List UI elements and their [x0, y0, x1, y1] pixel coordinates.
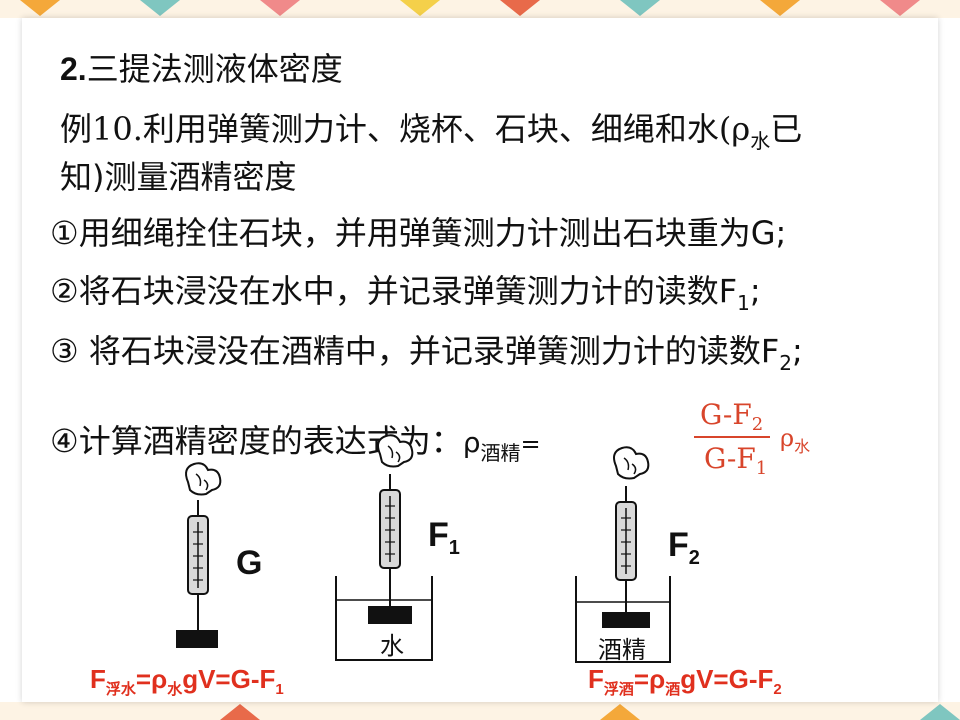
- answer-denominator: G-F1: [704, 442, 767, 479]
- example-line-1: 例10.利用弹簧测力计、烧杯、石块、细绳和水(ρ水已: [60, 104, 803, 153]
- fraction-bar: [694, 436, 770, 438]
- step-2-subscript: 1: [737, 291, 750, 315]
- stone-block-water: [368, 606, 412, 624]
- title-number: 2.: [60, 51, 87, 87]
- step-3-end: ;: [792, 332, 803, 370]
- step-2: ②将石块浸没在水中，并记录弹簧测力计的读数F1;: [50, 266, 761, 315]
- answer-denominator-subscript: 1: [755, 458, 768, 479]
- formula-left-f-subscript: 浮水: [105, 681, 136, 698]
- scale-in-air: [176, 462, 222, 648]
- label-f1: F1: [428, 516, 460, 560]
- answer-rho-subscript: 水: [794, 437, 811, 456]
- answer-rho-water: ρ水: [780, 424, 810, 456]
- step-3: ③ 将石块浸没在酒精中，并记录弹簧测力计的读数F2;: [50, 326, 803, 375]
- step-1: ①用细绳拴住石块，并用弹簧测力计测出石块重为G;: [50, 208, 786, 254]
- answer-rho: ρ: [780, 424, 795, 452]
- step-4-equals: =: [520, 430, 541, 458]
- formula-left-f: F: [90, 664, 106, 694]
- label-f2-subscript: 2: [688, 546, 700, 569]
- alcohol-beaker: [575, 576, 671, 663]
- label-f2-letter: F: [668, 526, 689, 564]
- formula-left-rho: =ρ: [135, 664, 168, 694]
- example-text-1-end: 已: [770, 110, 803, 148]
- label-water: 水: [380, 632, 404, 660]
- step-3-subscript: 2: [779, 351, 793, 375]
- step-2-end: ;: [749, 272, 761, 310]
- title-text: 三提法测液体密度: [86, 50, 343, 88]
- answer-denominator-text: G-F: [704, 442, 756, 475]
- label-g: G: [236, 544, 263, 582]
- scale-in-water: [335, 434, 433, 661]
- step-2-text: ②将石块浸没在水中，并记录弹簧测力计的读数F: [50, 272, 738, 310]
- bottom-decoration: [0, 702, 960, 720]
- step-4-rho: ρ: [462, 426, 481, 459]
- formula-right-f: F: [588, 664, 604, 694]
- formula-right-rest: gV=G-F: [680, 664, 774, 694]
- step-1-text: ①用细绳拴住石块，并用弹簧测力计测出石块重为G;: [50, 214, 787, 252]
- formula-right-rest-subscript: 2: [773, 681, 782, 698]
- example-water-subscript: 水: [750, 129, 771, 153]
- buoyancy-formula-water: F浮水=ρ水gV=G-F1: [90, 664, 284, 698]
- stone-block-alcohol: [602, 612, 650, 628]
- top-decoration: [0, 0, 960, 18]
- label-f2: F2: [668, 526, 700, 570]
- formula-left-rest: gV=G-F: [182, 664, 276, 694]
- answer-numerator-text: G-F: [700, 398, 752, 431]
- stone-block: [176, 630, 218, 648]
- step-3-text: ③ 将石块浸没在酒精中，并记录弹簧测力计的读数F: [50, 332, 780, 370]
- water-beaker: [335, 576, 433, 661]
- formula-left-rho-subscript: 水: [167, 681, 183, 698]
- buoyancy-formula-alcohol: F浮酒=ρ酒gV=G-F2: [588, 664, 782, 698]
- formula-right-f-subscript: 浮酒: [603, 681, 634, 698]
- example-text-1: 例10.利用弹簧测力计、烧杯、石块、细绳和水(ρ: [60, 110, 751, 148]
- example-line-2: 知)测量酒精密度: [60, 158, 297, 196]
- formula-right-rho-subscript: 酒: [665, 681, 681, 698]
- step-4-rho-subscript: 酒精: [480, 441, 521, 465]
- slide-title: 2.三提法测液体密度: [60, 44, 343, 90]
- formula-left-rest-subscript: 1: [275, 681, 284, 698]
- scale-in-alcohol: [575, 446, 671, 663]
- label-alcohol: 酒精: [598, 636, 646, 664]
- label-f1-subscript: 1: [448, 536, 460, 559]
- answer-numerator: G-F2: [700, 398, 763, 435]
- label-f1-letter: F: [428, 516, 449, 554]
- answer-numerator-subscript: 2: [751, 414, 764, 435]
- slide: [22, 18, 938, 702]
- formula-right-rho: =ρ: [633, 664, 666, 694]
